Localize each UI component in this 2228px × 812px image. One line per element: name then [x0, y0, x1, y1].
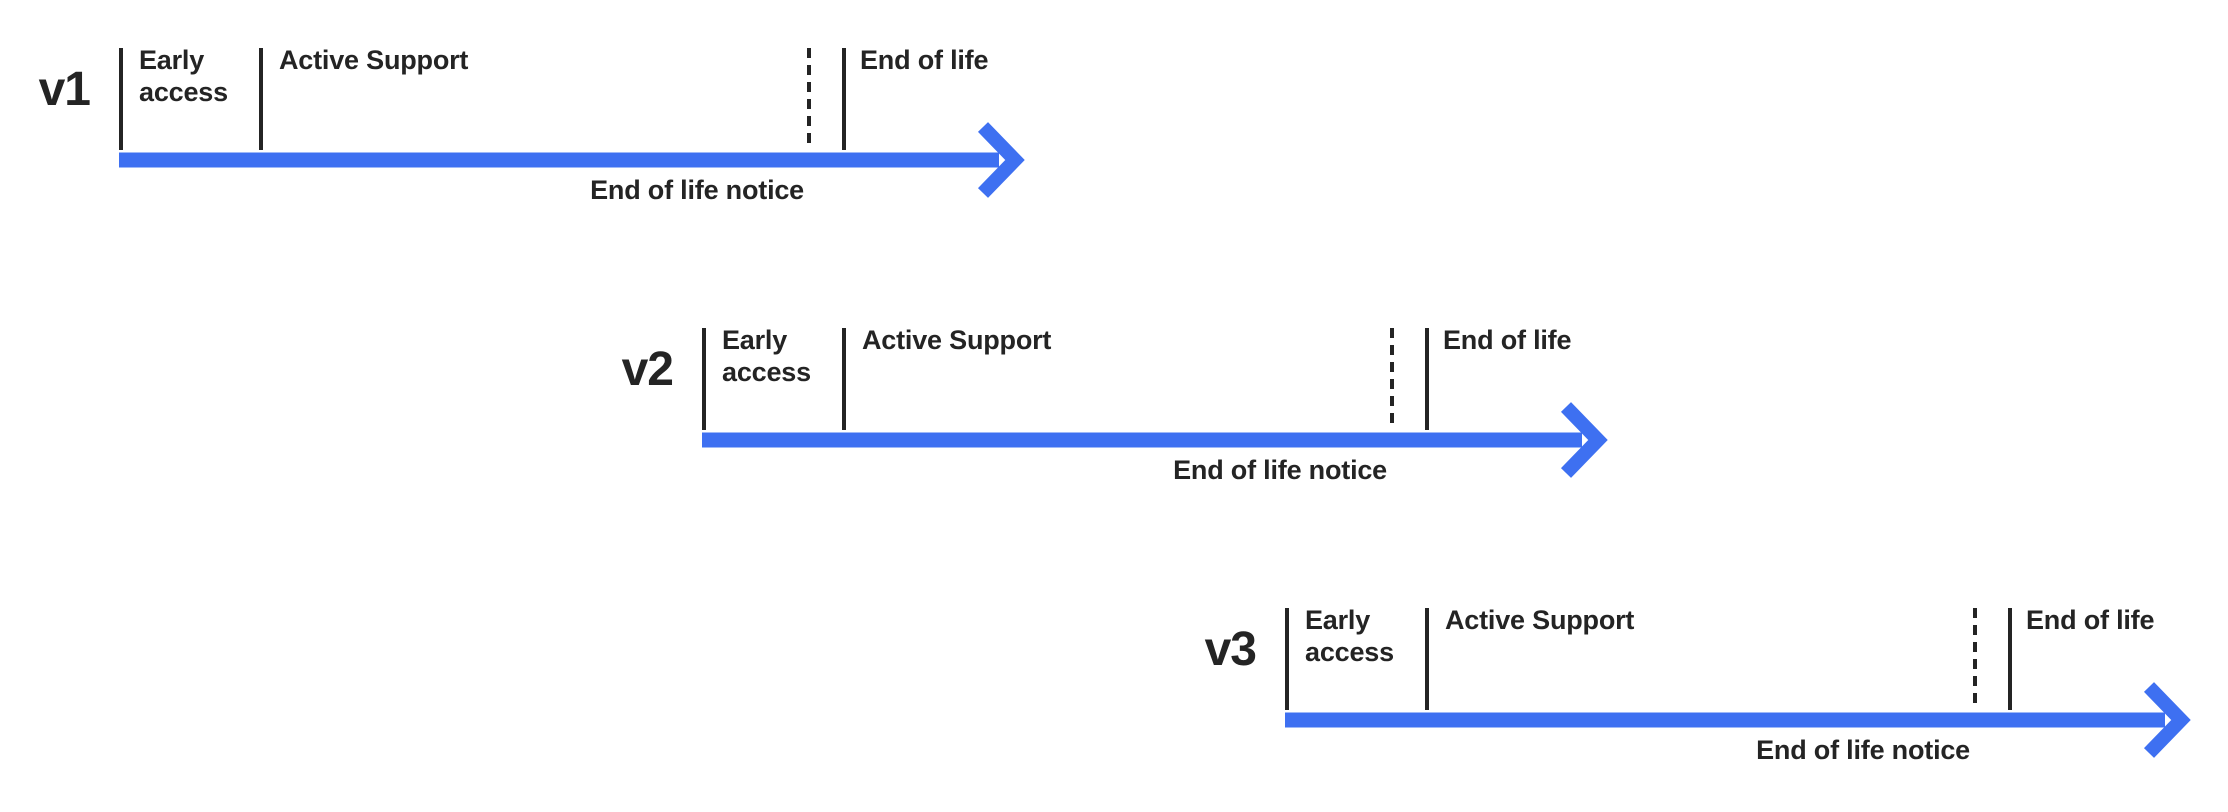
end-of-life-label: End of life [2026, 605, 2155, 635]
early-access-start-tick [119, 48, 123, 150]
early-access-start-tick [1285, 608, 1289, 710]
eol-notice-dashed-tick [807, 48, 811, 148]
active-support-start-tick [1425, 608, 1429, 710]
early-access-label: Early access [722, 325, 811, 387]
early-access-label: Early access [139, 45, 228, 107]
version-label: v3 [1204, 623, 1257, 676]
early-access-start-tick [702, 328, 706, 430]
timeline-v1: v1 Early access Active Support End of li… [39, 45, 1279, 278]
active-support-label: Active Support [862, 325, 1052, 355]
active-support-start-tick [842, 328, 846, 430]
end-of-life-tick [1425, 328, 1429, 430]
timeline-v3: v3 Early access Active Support End of li… [1205, 605, 2228, 812]
eol-notice-dashed-tick [1390, 328, 1394, 428]
version-label: v1 [38, 63, 91, 116]
end-of-life-notice-label: End of life notice [590, 175, 804, 205]
end-of-life-tick [2008, 608, 2012, 710]
active-support-start-tick [259, 48, 263, 150]
end-of-life-label: End of life [860, 45, 989, 75]
end-of-life-label: End of life [1443, 325, 1572, 355]
active-support-label: Active Support [1445, 605, 1635, 635]
active-support-label: Active Support [279, 45, 469, 75]
early-access-label: Early access [1305, 605, 1394, 667]
eol-notice-dashed-tick [1973, 608, 1977, 708]
version-label: v2 [621, 343, 674, 396]
timeline-v2: v2 Early access Active Support End of li… [622, 325, 1862, 558]
end-of-life-notice-label: End of life notice [1756, 735, 1970, 765]
end-of-life-notice-label: End of life notice [1173, 455, 1387, 485]
end-of-life-tick [842, 48, 846, 150]
